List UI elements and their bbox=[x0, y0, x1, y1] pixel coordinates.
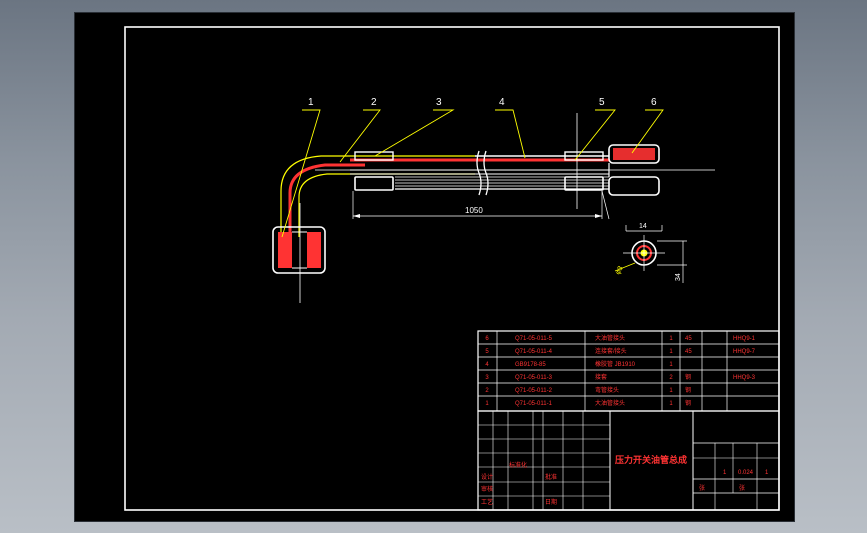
title-block-values: 1 0.024 1 张 张 bbox=[699, 470, 769, 492]
break-marks bbox=[476, 150, 489, 196]
drawing-border bbox=[124, 26, 780, 511]
bom-code: GB9178-85 bbox=[515, 362, 546, 368]
hose-bend-inner bbox=[298, 173, 475, 237]
bom-code: Q71-05-011-5 bbox=[515, 336, 553, 342]
bom-name: 大油管接头 bbox=[595, 334, 625, 342]
bom-mat: 45 bbox=[685, 349, 692, 355]
title-block-value: 张 bbox=[699, 484, 705, 492]
hose-assembly bbox=[272, 113, 715, 303]
bom-table bbox=[477, 330, 780, 412]
bom-qty: 1 bbox=[669, 388, 673, 394]
bom-name: 弯管接头 bbox=[595, 386, 619, 394]
balloon-3: 3 bbox=[436, 97, 442, 108]
title-block-label: 审核 bbox=[481, 485, 493, 493]
dim-width: 14 bbox=[639, 223, 647, 230]
dim-diameter: φ3 bbox=[615, 265, 625, 276]
bom-no: 5 bbox=[485, 349, 489, 355]
title-block-value: 张 bbox=[739, 484, 745, 492]
bom-code: Q71-05-011-2 bbox=[515, 388, 553, 394]
bom-note: HHQ9-1 bbox=[733, 336, 756, 342]
bom-qty: 1 bbox=[669, 362, 673, 368]
bom-name: 橡胶管 JB1910 bbox=[595, 360, 636, 368]
section-detail: 14 34 φ3 bbox=[615, 223, 687, 283]
left-nut bbox=[272, 226, 326, 274]
bom-qty: 1 bbox=[669, 349, 673, 355]
leader-lines bbox=[281, 109, 664, 238]
bom-rows: 6 Q71-05-011-5 大油管接头 1 45 HHQ9-1 5 Q71-05-011-4… bbox=[485, 334, 755, 407]
bom-mat: 钢 bbox=[685, 399, 691, 407]
balloon-6: 6 bbox=[651, 97, 657, 108]
bom-qty: 1 bbox=[669, 336, 673, 342]
hose-bend-section bbox=[288, 163, 365, 237]
dim-length: 1050 bbox=[465, 206, 483, 215]
cad-drawing: 1 2 3 4 5 6 1050 14 34 φ3 bbox=[124, 26, 780, 511]
balloon-5: 5 bbox=[599, 97, 605, 108]
cad-viewport[interactable]: 1 2 3 4 5 6 1050 14 34 φ3 bbox=[74, 12, 795, 522]
title-block-label: 批准 bbox=[545, 473, 557, 481]
title-block-value: 1 bbox=[723, 470, 727, 476]
sleeve-left-top bbox=[354, 151, 394, 161]
bom-note: HHQ9-3 bbox=[733, 375, 756, 381]
title-block-label: 标准化 bbox=[509, 461, 527, 469]
bom-mat: 45 bbox=[685, 336, 692, 342]
bom-qty: 2 bbox=[669, 375, 673, 381]
bom-name: 大油管接头 bbox=[595, 399, 625, 407]
bom-no: 6 bbox=[485, 336, 489, 342]
dim-height: 34 bbox=[675, 273, 682, 281]
bom-code: Q71-05-011-4 bbox=[515, 349, 553, 355]
bom-no: 4 bbox=[485, 362, 489, 368]
title-block bbox=[477, 410, 780, 511]
bom-code: Q71-05-011-1 bbox=[515, 401, 553, 407]
balloon-4: 4 bbox=[499, 97, 505, 108]
sleeve-left-bottom bbox=[354, 176, 394, 191]
sleeve-right-top bbox=[564, 151, 604, 161]
length-dimension: 1050 bbox=[352, 190, 610, 220]
bom-note: HHQ9-7 bbox=[733, 349, 756, 355]
balloon-1: 1 bbox=[308, 97, 314, 108]
hose-bend-outer bbox=[280, 155, 475, 237]
title-block-label: 工艺 bbox=[481, 498, 493, 506]
bom-qty: 1 bbox=[669, 401, 673, 407]
title-block-label: 设计 bbox=[481, 473, 493, 481]
title-block-value: 0.024 bbox=[738, 470, 754, 476]
bom-no: 2 bbox=[485, 388, 489, 394]
drawing-title: 压力开关油管总成 bbox=[615, 454, 687, 465]
bom-mat: 钢 bbox=[685, 373, 691, 381]
sleeve-right-bottom bbox=[564, 176, 604, 191]
bom-mat: 钢 bbox=[685, 386, 691, 394]
bom-name: 连接套/接头 bbox=[595, 347, 627, 355]
right-nut bbox=[608, 144, 660, 196]
bom-no: 1 bbox=[485, 401, 489, 407]
bom-name: 接套 bbox=[595, 373, 607, 381]
balloon-2: 2 bbox=[371, 97, 377, 108]
bom-no: 3 bbox=[485, 375, 489, 381]
title-block-value: 1 bbox=[765, 470, 769, 476]
title-block-label: 日期 bbox=[545, 498, 557, 506]
bom-code: Q71-05-011-3 bbox=[515, 375, 553, 381]
